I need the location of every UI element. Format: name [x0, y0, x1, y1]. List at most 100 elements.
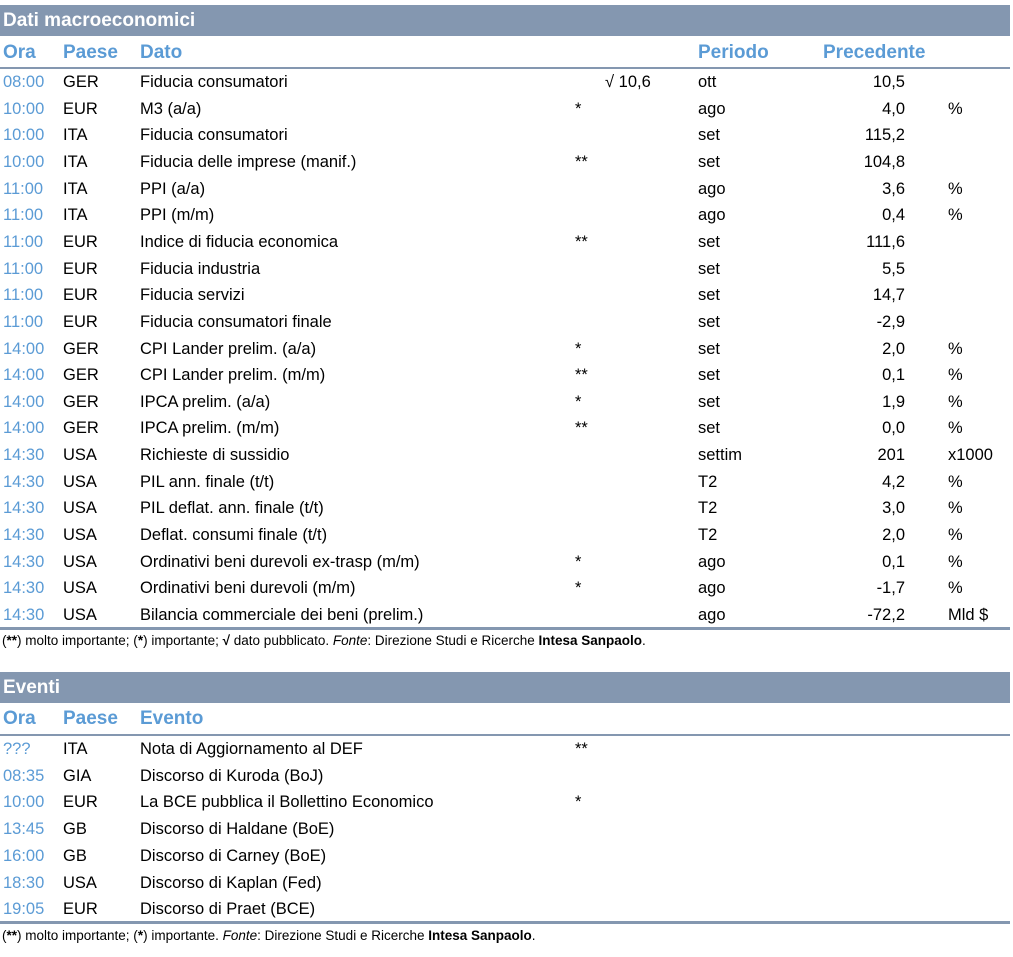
- cell-paese: USA: [63, 499, 97, 518]
- cell-periodo: set: [698, 419, 721, 438]
- cell-evento: Discorso di Carney (BoE): [140, 846, 327, 865]
- cell-dato: CPI Lander prelim. (m/m): [140, 366, 326, 385]
- cell-periodo: T2: [698, 472, 718, 491]
- macro-header-row: Ora Paese Dato Periodo Precedente: [0, 42, 1010, 68]
- cell-paese: GER: [63, 339, 99, 358]
- cell-unit: %: [948, 419, 963, 438]
- cell-periodo: settim: [698, 446, 743, 465]
- cell-ora: 11:00: [3, 312, 44, 331]
- header-dato: Dato: [140, 42, 183, 63]
- cell-ora: 14:30: [3, 446, 45, 465]
- note-text: **: [6, 928, 18, 943]
- cell-importance: **: [575, 419, 588, 438]
- cell-paese: USA: [63, 552, 97, 571]
- cell-periodo: ago: [698, 179, 726, 198]
- header-ora: Ora: [3, 42, 36, 63]
- cell-ora: 10:00: [3, 99, 45, 118]
- cell-dato: IPCA prelim. (a/a): [140, 392, 271, 411]
- cell-unit: %: [948, 526, 963, 545]
- cell-precedente: -2,9: [876, 312, 905, 331]
- cell-evento: Discorso di Praet (BCE): [140, 900, 316, 919]
- cell-precedente: 14,7: [872, 286, 905, 305]
- cell-ora: 14:30: [3, 499, 45, 518]
- cell-evento: Discorso di Kuroda (BoJ): [140, 766, 324, 785]
- cell-dato: CPI Lander prelim. (a/a): [140, 339, 317, 358]
- cell-periodo: set: [698, 366, 721, 385]
- note-text: ) molto importante; (: [17, 633, 138, 648]
- note-text: (: [2, 633, 7, 648]
- cell-precedente: 111,6: [866, 232, 905, 251]
- cell-unit: x1000: [948, 446, 993, 465]
- cell-paese: ITA: [63, 179, 88, 198]
- cell-ora: 11:00: [3, 232, 44, 251]
- cell-precedente: 201: [877, 446, 905, 465]
- cell-importance: *: [575, 552, 582, 571]
- cell-ora: 16:00: [3, 846, 45, 865]
- cell-periodo: ago: [698, 206, 726, 225]
- note-text: Fonte: [332, 633, 368, 648]
- cell-precedente: 104,8: [863, 152, 905, 171]
- cell-paese: USA: [63, 606, 97, 624]
- note-text: ) importante.: [143, 928, 223, 943]
- cell-unit: %: [948, 499, 963, 518]
- cell-ora: 13:45: [3, 820, 45, 839]
- cell-dato: Richieste di sussidio: [140, 446, 290, 465]
- cell-ora: 08:00: [3, 73, 45, 91]
- cell-importance: *: [575, 579, 582, 598]
- note-text: .: [642, 633, 646, 648]
- note-text: Fonte: [222, 928, 258, 943]
- cell-importance: **: [575, 740, 588, 758]
- cell-dato: PIL ann. finale (t/t): [140, 472, 275, 491]
- cell-ora: 14:00: [3, 392, 45, 411]
- events-section-title: Eventi: [0, 672, 1010, 703]
- cell-ora: 14:00: [3, 419, 45, 438]
- cell-precedente: 0,4: [882, 206, 905, 225]
- note-text: ) importante;: [143, 633, 223, 648]
- cell-paese: EUR: [63, 232, 98, 251]
- cell-paese: ITA: [63, 740, 88, 758]
- cell-ora: 14:30: [3, 526, 45, 545]
- note-text: Intesa Sanpaolo: [538, 633, 642, 648]
- cell-ora: 18:30: [3, 873, 45, 892]
- cell-ora: 14:30: [3, 606, 45, 624]
- cell-actual: √ 10,6: [605, 73, 651, 91]
- cell-dato: PPI (a/a): [140, 179, 206, 198]
- cell-dato: Fiducia industria: [140, 259, 261, 278]
- header-ora: Ora: [3, 708, 36, 729]
- note-text: *: [137, 633, 144, 648]
- cell-dato: PPI (m/m): [140, 206, 215, 225]
- cell-ora: 14:00: [3, 366, 45, 385]
- cell-ora: 11:00: [3, 206, 44, 225]
- cell-dato: Ordinativi beni durevoli (m/m): [140, 579, 356, 598]
- cell-ora: 11:00: [3, 179, 44, 198]
- cell-dato: PIL deflat. ann. finale (t/t): [140, 499, 324, 518]
- cell-dato: Fiducia consumatori: [140, 73, 288, 91]
- cell-dato: Fiducia delle imprese (manif.): [140, 152, 357, 171]
- cell-periodo: set: [698, 232, 721, 251]
- cell-precedente: -1,7: [876, 579, 905, 598]
- cell-unit: Mld $: [948, 606, 989, 624]
- cell-paese: EUR: [63, 793, 98, 812]
- cell-dato: Fiducia consumatori finale: [140, 312, 332, 331]
- cell-paese: GB: [63, 846, 87, 865]
- cell-paese: USA: [63, 579, 97, 598]
- cell-paese: GER: [63, 73, 99, 91]
- cell-paese: EUR: [63, 259, 98, 278]
- cell-unit: %: [948, 366, 963, 385]
- cell-importance: **: [575, 152, 588, 171]
- cell-ora: 10:00: [3, 126, 45, 145]
- cell-paese: USA: [63, 873, 97, 892]
- cell-ora: 14:30: [3, 472, 45, 491]
- cell-paese: ITA: [63, 206, 88, 225]
- cell-dato: Indice di fiducia economica: [140, 232, 339, 251]
